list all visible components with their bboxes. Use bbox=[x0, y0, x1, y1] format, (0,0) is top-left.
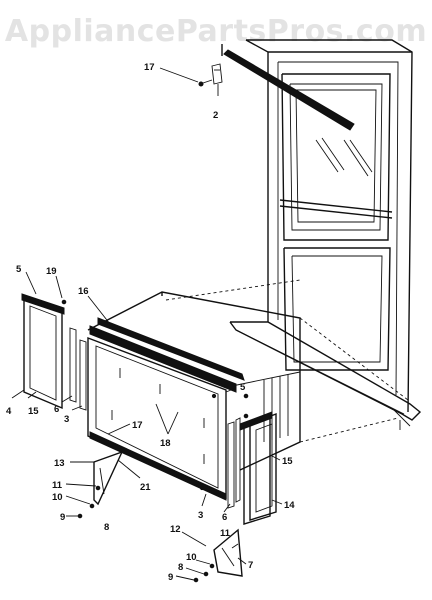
callout-8-right: 8 bbox=[178, 562, 183, 573]
top-rail bbox=[223, 49, 355, 131]
callout-18: 18 bbox=[160, 438, 171, 449]
callout-5-right: 5 bbox=[240, 382, 246, 393]
front-frame bbox=[87, 317, 249, 501]
callout-17-mid: 17 bbox=[132, 420, 143, 431]
right-support-bracket bbox=[193, 528, 243, 583]
callout-11-left: 11 bbox=[52, 480, 63, 491]
window-frame bbox=[221, 39, 422, 430]
left-support-bracket bbox=[77, 450, 124, 519]
callout-2: 2 bbox=[213, 110, 218, 121]
callout-17-top: 17 bbox=[144, 62, 155, 73]
right-side-curtain bbox=[227, 411, 277, 525]
callout-14: 14 bbox=[284, 500, 295, 511]
callout-3-right: 3 bbox=[198, 510, 203, 521]
callout-12: 12 bbox=[170, 524, 181, 535]
callout-6-left: 6 bbox=[54, 404, 59, 415]
callout-6-right: 6 bbox=[222, 512, 227, 523]
callout-15-right: 15 bbox=[282, 456, 293, 467]
callout-9-right: 9 bbox=[168, 572, 173, 583]
callout-4: 4 bbox=[6, 406, 12, 417]
cabinet bbox=[87, 279, 409, 471]
callout-15-left: 15 bbox=[28, 406, 39, 417]
callout-7: 7 bbox=[248, 560, 253, 571]
callout-16: 16 bbox=[78, 286, 89, 297]
callout-8-left: 8 bbox=[104, 522, 109, 533]
callout-19: 19 bbox=[46, 266, 57, 277]
callout-3-left: 3 bbox=[64, 414, 69, 425]
bracket-part-2 bbox=[198, 63, 223, 96]
left-side-curtain bbox=[21, 293, 87, 411]
callout-10-right: 10 bbox=[186, 552, 197, 563]
callout-21: 21 bbox=[140, 482, 151, 493]
callout-13: 13 bbox=[54, 458, 65, 469]
leader-lines bbox=[11, 67, 283, 581]
callout-11-right: 11 bbox=[220, 528, 231, 539]
callout-5-left: 5 bbox=[16, 264, 22, 275]
callout-9-left: 9 bbox=[60, 512, 65, 523]
callout-10-left: 10 bbox=[52, 492, 63, 503]
callout-labels: 17 2 5 19 16 4 15 6 3 17 18 5 13 11 10 9… bbox=[6, 62, 295, 583]
